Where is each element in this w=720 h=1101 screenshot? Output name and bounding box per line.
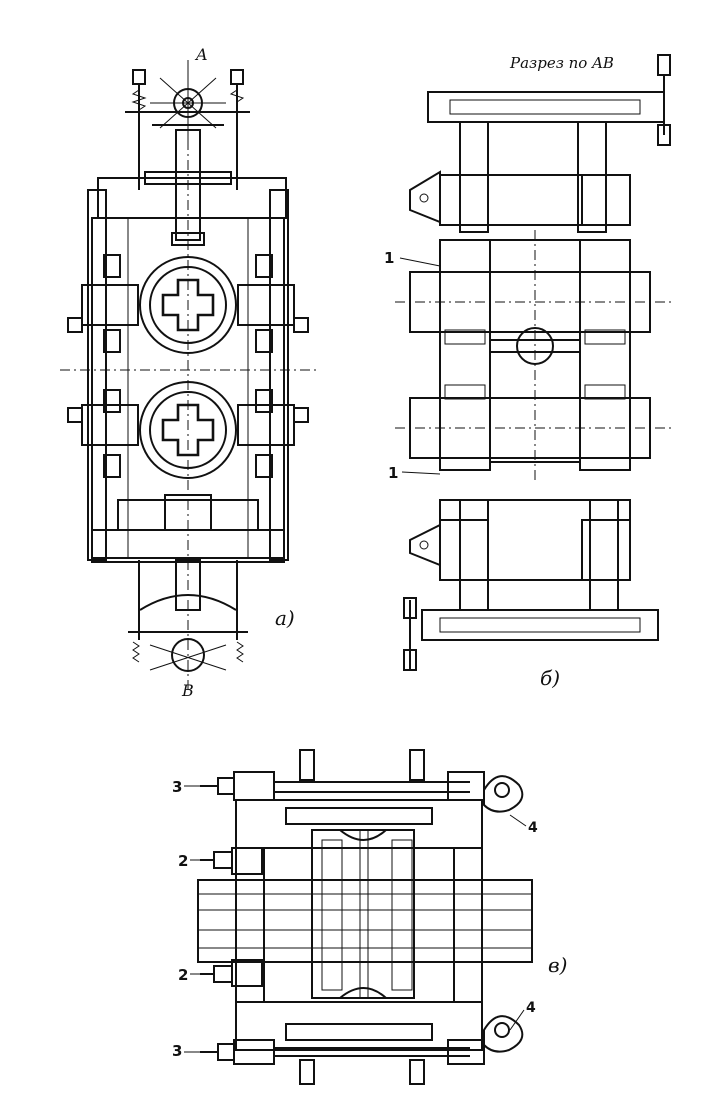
section-title: Разрез по AB (509, 54, 614, 72)
top-tie-rod (200, 771, 524, 813)
label-view-b: б) (540, 666, 560, 690)
callout-4-top: 4 (528, 820, 538, 836)
callout-1-top: 1 (384, 249, 394, 267)
bottom-handwheel (128, 559, 248, 672)
view-c-plan-section: 3 2 2 3 4 4 в) (172, 749, 567, 1085)
lower-frame (409, 499, 631, 611)
roll-and-shaft (197, 829, 533, 999)
label-point-b: B (181, 681, 194, 700)
bearing-chocks (67, 254, 309, 478)
callout-1-bottom: 1 (388, 464, 398, 482)
label-view-a: а) (275, 606, 295, 630)
lower-housing (235, 1001, 483, 1085)
right-pressure-screw (577, 121, 607, 233)
callout-3-top: 3 (172, 778, 182, 796)
upper-frame (409, 170, 631, 226)
adjusting-screws (200, 847, 263, 987)
bottom-tie-rod (200, 1015, 524, 1065)
callout-2-top: 2 (178, 852, 188, 870)
top-crossbeam (427, 54, 671, 146)
rolls-section (395, 230, 675, 480)
view-b-section: Разрез по AB (384, 54, 675, 690)
top-tie-rods (125, 69, 250, 190)
label-point-a: A (194, 45, 208, 64)
upper-housing (235, 749, 483, 849)
view-a-front-elevation: A B а) (60, 45, 318, 700)
callout-3-bottom: 3 (172, 1042, 182, 1060)
callout-4-bottom: 4 (526, 1000, 536, 1016)
callout-2-bottom: 2 (178, 966, 188, 984)
label-view-c: в) (548, 953, 567, 977)
left-pressure-screw (459, 121, 489, 233)
bottom-crossbeam (403, 597, 659, 671)
